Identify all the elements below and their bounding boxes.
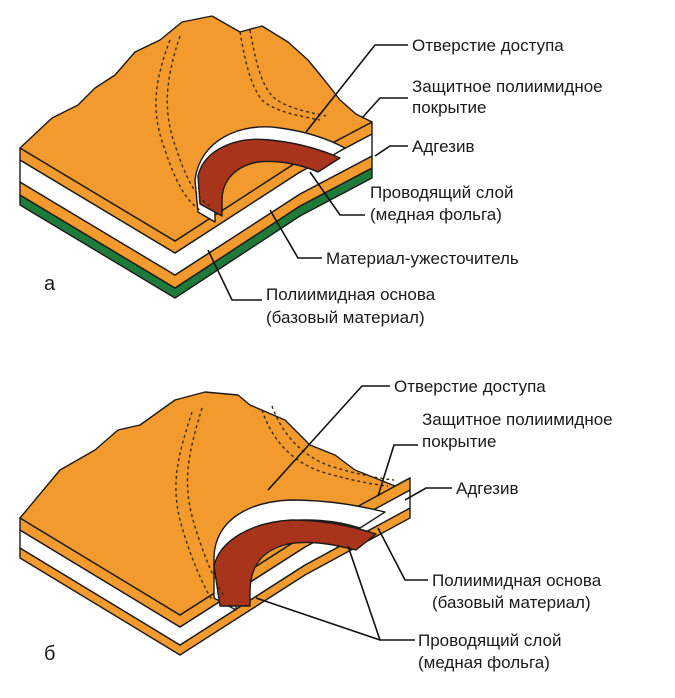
leader-base-a: [207, 249, 262, 301]
trace-dashed-b-3: [261, 409, 389, 487]
label-access-hole-a: Отверстие доступа: [412, 36, 564, 55]
label-coverlay-a-2: покрытие: [412, 98, 487, 117]
label-conductor-a-1: Проводящий слой: [370, 183, 513, 202]
tag-a: а: [44, 273, 56, 295]
trace-dashed-b-1: [175, 411, 213, 601]
leader-conductor-b-1: [347, 545, 415, 641]
leader-adhesive-b: [404, 487, 452, 501]
label-conductor-a-2: (медная фольга): [370, 205, 502, 224]
leader-coverlay-b: [377, 444, 418, 497]
leader-conductor-b-2: [255, 597, 381, 641]
leader-base-b: [377, 527, 428, 581]
trace-dashed-a-2: [166, 35, 211, 207]
tag-b: б: [44, 643, 55, 665]
leader-conductor-a: [309, 171, 365, 216]
leader-access-hole-a: [305, 44, 408, 133]
copper-layer-a: [197, 138, 341, 217]
label-conductor-b-2: (медная фольга): [418, 653, 550, 672]
label-base-b-2: (базовый материал): [432, 593, 591, 612]
label-stiffener-a: Материал-ужесточитель: [326, 249, 519, 268]
label-adhesive-b: Адгезив: [456, 479, 519, 498]
leader-adhesive-a: [374, 145, 408, 157]
label-base-a-2: (базовый материал): [266, 308, 425, 327]
label-coverlay-b-1: Защитное полиимидное: [422, 410, 613, 429]
trace-dashed-b-2: [186, 407, 225, 597]
top-surface-a: [19, 15, 373, 242]
label-coverlay-a-1: Защитное полиимидное: [412, 77, 603, 96]
leader-coverlay-a: [361, 97, 408, 119]
diagram-a: Отверстие доступа Защитное полиимидное п…: [19, 15, 603, 327]
label-base-a-1: Полиимидная основа: [266, 285, 436, 304]
trace-dashed-a-1: [155, 39, 201, 211]
diagram-b: Отверстие доступа Защитное полиимидное п…: [19, 377, 613, 672]
trace-dashed-a-4: [249, 29, 327, 117]
trace-dashed-b-4: [271, 405, 395, 481]
trace-dashed-a-3: [239, 31, 321, 121]
label-access-hole-b: Отверстие доступа: [394, 377, 546, 396]
top-surface-b: [19, 391, 411, 616]
leader-stiffener-a: [269, 209, 322, 259]
label-adhesive-a: Адгезив: [412, 137, 475, 156]
label-conductor-b-1: Проводящий слой: [418, 631, 561, 650]
leader-access-hole-b: [267, 385, 390, 491]
label-base-b-1: Полиимидная основа: [432, 571, 602, 590]
copper-layer-b: [213, 519, 377, 607]
label-coverlay-b-2: покрытие: [422, 432, 497, 451]
